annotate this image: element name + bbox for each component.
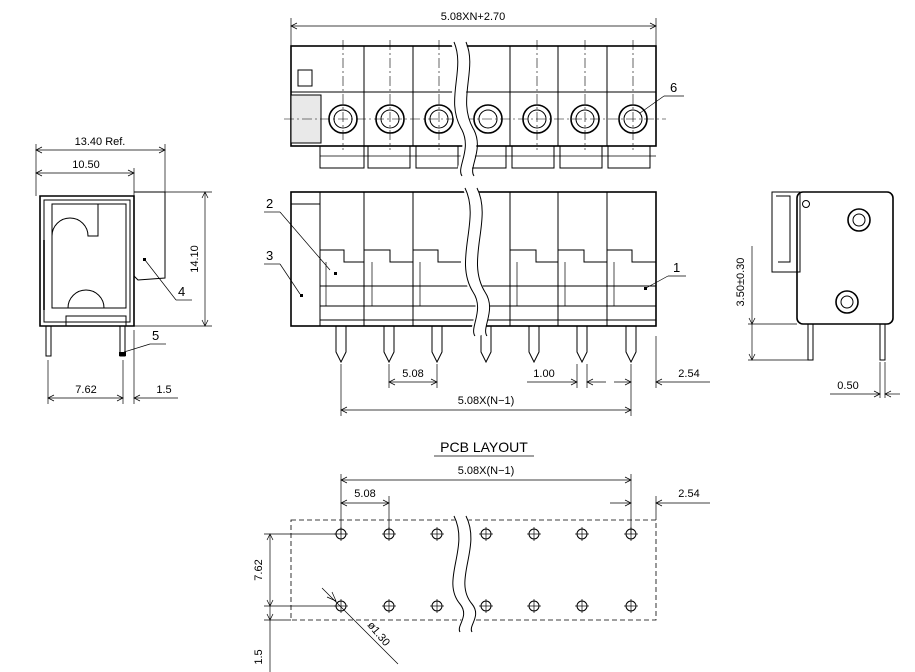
top-view: 5.08XN+2.70	[284, 11, 684, 181]
pin-span-dim: 5.08X(N−1)	[458, 395, 515, 407]
height-dim: 14.10	[189, 245, 201, 273]
pin	[625, 325, 637, 364]
pitch-dim: 5.08	[402, 368, 423, 380]
screw-height-dim: 3.50±0.30	[735, 258, 747, 307]
screw-icon	[847, 208, 871, 232]
callout-3: 3	[266, 248, 273, 263]
pin-rear-dim: 1.5	[156, 384, 171, 396]
ref-width-dim: 13.40 Ref.	[75, 136, 126, 148]
pin-thickness-dim: 0.50	[837, 380, 858, 392]
pcb-hole	[575, 599, 589, 613]
pcb-hole	[382, 527, 396, 541]
pcb-hole	[479, 527, 493, 541]
pin-width-dim: 1.00	[533, 368, 554, 380]
pcb-hole	[624, 599, 638, 613]
pcb-row-spacing-dim: 7.62	[253, 559, 265, 580]
pcb-layout: PCB LAYOUT 5.08X(N−1) 5.08 2.54	[253, 439, 710, 672]
callout-2: 2	[266, 196, 273, 211]
screw-icon	[835, 290, 859, 314]
pcb-hole	[334, 527, 348, 541]
pin-offset-dim: 7.62	[75, 384, 96, 396]
callout-6: 6	[670, 80, 677, 95]
pin	[431, 325, 443, 364]
callout-4: 4	[178, 284, 185, 299]
pcb-span-dim: 5.08X(N−1)	[458, 465, 515, 477]
pin	[480, 325, 492, 364]
pcb-edge-offset-dim: 2.54	[678, 488, 699, 500]
pcb-hole	[430, 599, 444, 613]
pcb-hole	[624, 527, 638, 541]
total-length-dim: 5.08XN+2.70	[441, 11, 506, 23]
pcb-hole	[527, 599, 541, 613]
pcb-layout-title: PCB LAYOUT	[440, 439, 528, 455]
pcb-bottom-offset-dim: 1.5	[253, 649, 265, 664]
body-width-dim: 10.50	[72, 159, 100, 171]
edge-offset-dim: 2.54	[678, 368, 699, 380]
pin	[528, 325, 540, 364]
callout-1: 1	[673, 260, 680, 275]
pin	[383, 325, 395, 364]
pcb-hole	[575, 527, 589, 541]
pcb-hole	[527, 527, 541, 541]
pin	[335, 325, 347, 364]
callout-5: 5	[152, 328, 159, 343]
side-view-left: 13.40 Ref. 10.50 14.10 4 5	[35, 136, 212, 404]
pcb-hole	[430, 527, 444, 541]
front-view: 2 3 1 5.08 1.00 2.54 5.08X(N−1)	[264, 184, 710, 416]
pcb-hole	[382, 599, 396, 613]
side-view-right: 3.50±0.30 0.50	[735, 191, 900, 398]
pin	[576, 325, 588, 364]
pcb-hole	[479, 599, 493, 613]
pcb-pitch-dim: 5.08	[354, 488, 375, 500]
